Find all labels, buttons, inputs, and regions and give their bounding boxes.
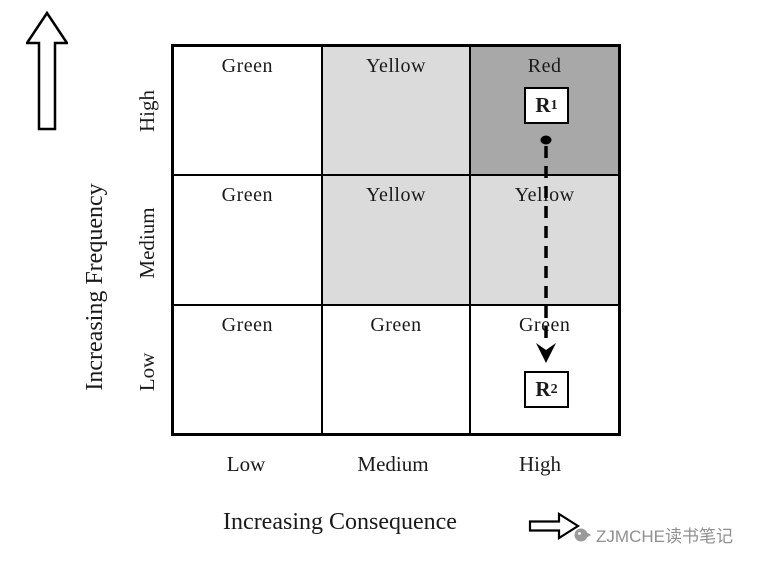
col-label-low: Low — [226, 452, 266, 476]
r2-label: R — [535, 377, 551, 401]
cell-medium-low: Green — [173, 175, 322, 305]
cell-label: Yellow — [514, 184, 575, 207]
watermark-logo-icon — [574, 528, 592, 541]
cell-label: Yellow — [366, 55, 426, 77]
r1-label: R — [535, 93, 551, 117]
cell-label: Green — [518, 313, 571, 336]
cell-high-low: Green — [173, 46, 322, 176]
cell-label: Yellow — [366, 184, 426, 207]
watermark-text: ZJMCHE读书笔记 — [596, 527, 733, 546]
col-label-high: High — [519, 452, 561, 476]
col-label-medium: Medium — [357, 452, 429, 476]
cell-low-high: Green — [470, 304, 619, 434]
cell-label: Green — [221, 313, 273, 336]
cell-high-medium: Yellow — [321, 46, 471, 176]
cell-medium-high: Yellow — [470, 175, 619, 305]
cell-label: Red — [527, 55, 562, 77]
watermark: ZJMCHE读书笔记 — [573, 522, 733, 547]
cell-low-low: Green — [173, 304, 322, 434]
x-axis-title: Increasing Consequence — [223, 509, 457, 535]
row-label-low: Low — [135, 352, 159, 392]
row-label-medium: Medium — [135, 207, 159, 279]
cell-low-medium: Green — [321, 304, 471, 434]
up-arrow-icon — [26, 11, 68, 131]
y-axis-title: Increasing Frequency — [82, 183, 108, 391]
cell-label: Green — [221, 184, 273, 207]
cell-label: Green — [370, 313, 422, 336]
cell-label: Green — [221, 55, 273, 77]
row-label-high: High — [135, 90, 159, 132]
cell-medium-medium: Yellow — [321, 175, 471, 305]
